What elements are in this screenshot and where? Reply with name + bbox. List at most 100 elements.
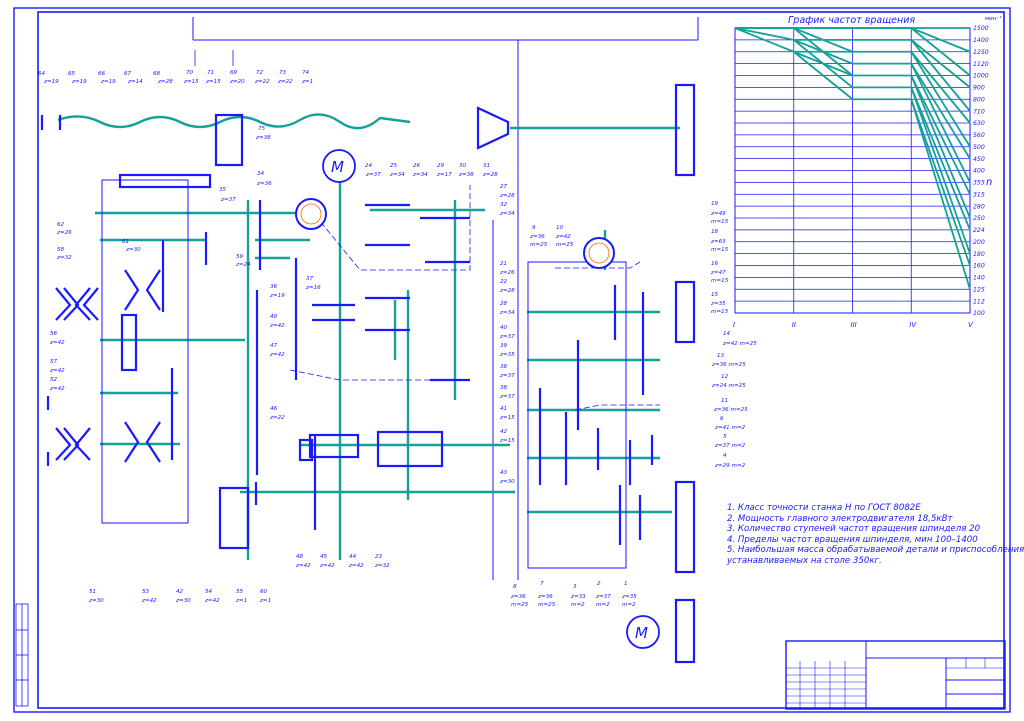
speed-tick-label: 355: [973, 180, 985, 187]
callout-label: z=28: [482, 172, 498, 178]
callout-label: 36: [270, 284, 278, 290]
callout-label: 73: [279, 70, 287, 76]
callout-label: 35: [219, 187, 227, 193]
callout-label: z=24: [235, 262, 251, 268]
callout-label: z=22: [269, 415, 285, 421]
callout-label: 15: [711, 292, 719, 298]
callout-label: z=42: [295, 563, 311, 569]
callout-label: z=42: [49, 386, 65, 392]
callout-label: z=34: [389, 172, 405, 178]
callout-label: 65: [68, 71, 76, 77]
callout-label: z=34: [499, 211, 515, 217]
technical-notes: 1. Класс точности станка Н по ГОСТ 8082Е…: [727, 503, 1024, 567]
callout-label: m=15: [711, 219, 729, 225]
shafts: [57, 113, 680, 560]
graph-axis-symbol: n: [986, 177, 992, 188]
callout-label: z=34: [412, 172, 428, 178]
speed-tick-label: 112: [973, 298, 985, 305]
callout-label: z=26: [56, 230, 72, 236]
inner-frame: [37, 11, 1005, 709]
callout-label: 21: [500, 261, 507, 267]
callout-label: z=42: [49, 340, 65, 346]
callout-label: z=26: [499, 270, 515, 276]
callout-label: z=42: [269, 323, 285, 329]
shaft-label: IV: [909, 321, 917, 329]
callout-label: 46: [270, 406, 278, 412]
callout-label: 24: [365, 163, 373, 169]
callout-label: z=20: [229, 79, 245, 85]
callout-label: z=28: [157, 79, 173, 85]
shaft-label: V: [968, 321, 974, 329]
callout-label: m=25: [511, 602, 529, 608]
callout-label: 38: [500, 364, 508, 370]
callout-label: z=38: [458, 172, 474, 178]
callout-label: 55: [236, 589, 244, 595]
callout-label: 44: [349, 554, 357, 560]
callout-label: 4: [723, 453, 727, 459]
callout-label: z=49: [710, 211, 726, 217]
callout-label: z=37 m=2: [714, 443, 746, 449]
callout-label: z=1: [301, 79, 313, 85]
callout-label: 54: [205, 589, 213, 595]
callout-label: z=1: [235, 598, 247, 604]
speed-tick-label: 1400: [973, 37, 989, 44]
callout-label: z=37: [595, 594, 611, 600]
callout-label: z=37: [499, 334, 515, 340]
callout-label: 59: [236, 254, 244, 260]
callout-label: 11: [721, 398, 728, 404]
callout-label: 48: [296, 554, 304, 560]
callout-label: z=22: [277, 79, 293, 85]
callout-label: z=42: [141, 598, 157, 604]
callout-label: z=19: [269, 293, 285, 299]
callout-label: z=35: [710, 301, 726, 307]
callout-label: z=36: [529, 234, 545, 240]
callout-label: 57: [50, 359, 58, 365]
speed-tick-label: 224: [973, 227, 985, 234]
worm-wheel-right: [583, 237, 615, 269]
callout-label: 58: [57, 247, 65, 253]
speed-tick-label: 1250: [973, 49, 989, 56]
callout-label: z=28: [499, 193, 515, 199]
callout-label: 31: [483, 163, 490, 169]
speed-tick-label: 1120: [973, 61, 989, 68]
callout-label: z=32: [56, 255, 72, 261]
callout-label: z=35: [499, 352, 515, 358]
speed-tick-label: 500: [973, 144, 985, 151]
callout-label: z=34: [499, 310, 515, 316]
callout-label: z=14: [127, 79, 143, 85]
callout-label: m=25: [538, 602, 556, 608]
callout-label: z=37: [499, 394, 515, 400]
callout-label: 45: [320, 554, 328, 560]
callout-label: 70: [186, 70, 194, 76]
speed-tick-label: 800: [973, 96, 985, 103]
speed-tick-label: 315: [973, 191, 985, 198]
callout-label: m=15: [711, 247, 729, 253]
callout-label: 3: [573, 584, 577, 590]
callout-label: z=42: [49, 368, 65, 374]
callout-label: 71: [207, 70, 214, 76]
callout-label: z=38: [255, 135, 271, 141]
callout-label: z=15: [499, 438, 515, 444]
callout-label: 26: [413, 163, 421, 169]
callout-label: 10: [556, 225, 564, 231]
speed-tick-label: 710: [973, 108, 985, 115]
speed-tick-label: 180: [973, 251, 985, 258]
callout-label: 61: [122, 239, 129, 245]
note-5: 5. Наибольшая масса обрабатываемой детал…: [727, 545, 1024, 556]
callout-label: 8: [513, 584, 517, 590]
callout-label: 41: [500, 406, 507, 412]
callout-label: z=35: [621, 594, 637, 600]
callout-label: 49: [270, 314, 278, 320]
speed-graph: График частот вращения мин⁻¹ n 150014001…: [733, 15, 1001, 329]
callout-label: 22: [500, 279, 508, 285]
callout-label: 23: [375, 554, 383, 560]
callout-label: z=19: [71, 79, 87, 85]
frame-leaders: [192, 17, 699, 580]
callout-label: 68: [153, 71, 161, 77]
callout-label: 40: [500, 325, 508, 331]
callout-label: m=2: [622, 602, 636, 608]
callout-label: 9: [532, 225, 536, 231]
callout-label: z=30: [125, 247, 141, 253]
graph-unit: мин⁻¹: [985, 15, 1001, 22]
callout-label: 72: [256, 70, 264, 76]
